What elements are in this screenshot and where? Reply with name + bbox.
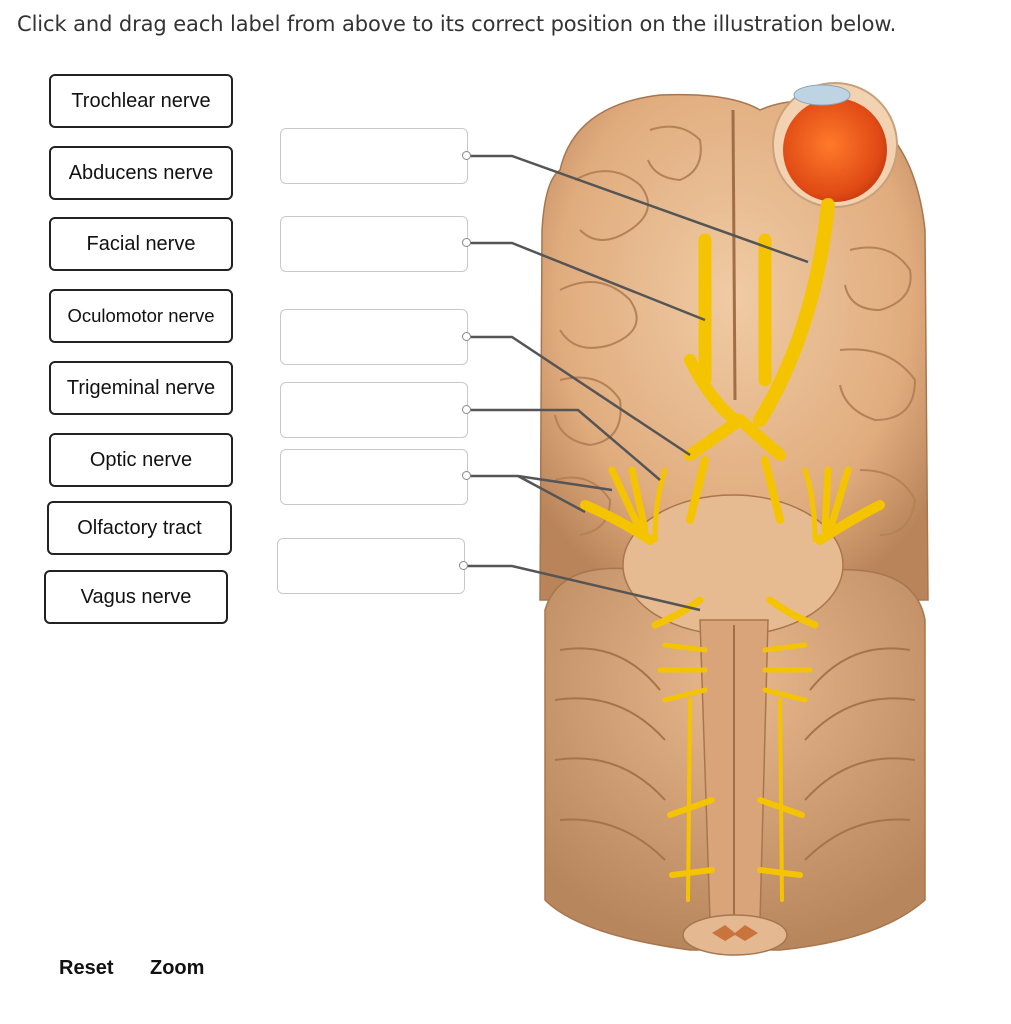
drop-zone-4[interactable]	[280, 382, 468, 438]
label-trochlear-nerve[interactable]: Trochlear nerve	[49, 74, 233, 128]
drop-zone-5[interactable]	[280, 449, 468, 505]
reset-button[interactable]: Reset	[59, 957, 114, 979]
drop-zone-6[interactable]	[277, 538, 465, 594]
eyeball	[772, 82, 898, 208]
leader-lines	[465, 154, 809, 612]
drop-zone-1-handle	[462, 151, 471, 160]
cranial-nerves	[580, 198, 885, 902]
label-trigeminal-nerve[interactable]: Trigeminal nerve	[49, 361, 233, 415]
drop-zone-3[interactable]	[280, 309, 468, 365]
label-vagus-nerve[interactable]: Vagus nerve	[44, 570, 228, 624]
drop-zone-5-handle	[462, 471, 471, 480]
label-abducens-nerve[interactable]: Abducens nerve	[49, 146, 233, 200]
zoom-button[interactable]: Zoom	[150, 957, 205, 979]
drop-zone-4-handle	[462, 405, 471, 414]
label-optic-nerve[interactable]: Optic nerve	[49, 433, 233, 487]
drop-zone-6-handle	[459, 561, 468, 570]
drop-zone-3-handle	[462, 332, 471, 341]
drop-zone-2-handle	[462, 238, 471, 247]
instruction-text: Click and drag each label from above to …	[17, 12, 897, 36]
drop-zone-2[interactable]	[280, 216, 468, 272]
label-olfactory-tract[interactable]: Olfactory tract	[47, 501, 232, 555]
drop-zone-1[interactable]	[280, 128, 468, 184]
label-facial-nerve[interactable]: Facial nerve	[49, 217, 233, 271]
label-oculomotor-nerve[interactable]: Oculomotor nerve	[49, 289, 233, 343]
